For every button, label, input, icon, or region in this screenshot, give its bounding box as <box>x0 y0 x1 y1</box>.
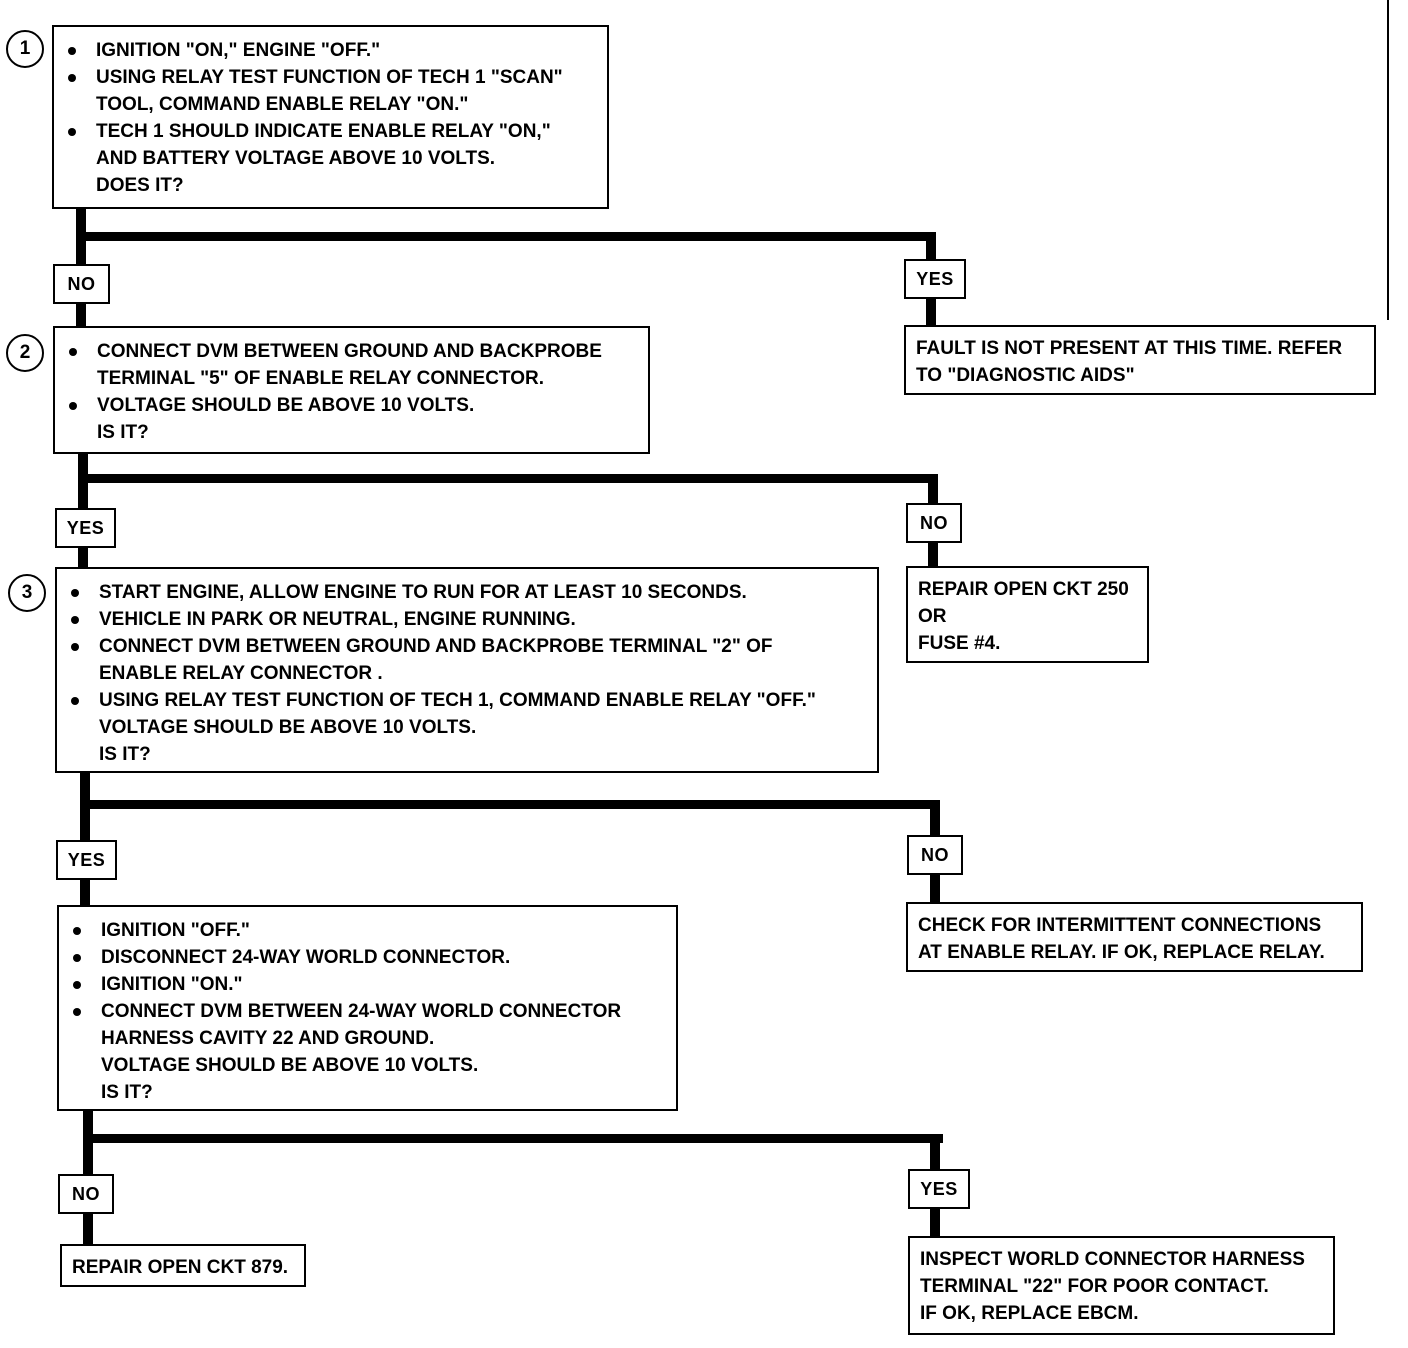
bullet-icon <box>73 927 81 935</box>
step-2-bullet: VOLTAGE SHOULD BE ABOVE 10 VOLTS. <box>63 392 636 419</box>
branch-label-no: NO <box>906 503 962 543</box>
step-3-bullet: USING RELAY TEST FUNCTION OF TECH 1, COM… <box>65 687 865 741</box>
connector-line <box>78 474 938 483</box>
bullet-icon <box>68 47 76 55</box>
step-2-bullet: CONNECT DVM BETWEEN GROUND AND BACKPROBE… <box>63 338 636 392</box>
branch-label-yes: YES <box>904 259 966 299</box>
step-3-bullet: CONNECT DVM BETWEEN GROUND AND BACKPROBE… <box>65 633 865 687</box>
branch-label-yes: YES <box>56 840 117 880</box>
step-1-bullet: USING RELAY TEST FUNCTION OF TECH 1 "SCA… <box>62 64 595 118</box>
result-repair-open-ckt-879: REPAIR OPEN CKT 879. <box>60 1244 306 1287</box>
result-check-intermittent: CHECK FOR INTERMITTENT CONNECTIONS AT EN… <box>906 902 1363 972</box>
bullet-icon <box>73 954 81 962</box>
branch-label-yes: YES <box>908 1169 970 1209</box>
step-4-bullet: CONNECT DVM BETWEEN 24-WAY WORLD CONNECT… <box>67 998 664 1079</box>
step-3-question: IS IT? <box>99 744 151 765</box>
step-2-box: CONNECT DVM BETWEEN GROUND AND BACKPROBE… <box>53 326 650 454</box>
step-4-question: IS IT? <box>101 1082 153 1103</box>
step-1-question: DOES IT? <box>96 175 184 196</box>
step-4-bullet: IGNITION "OFF." <box>67 917 664 944</box>
step-3-bullet: VEHICLE IN PARK OR NEUTRAL, ENGINE RUNNI… <box>65 606 865 633</box>
bullet-icon <box>73 981 81 989</box>
step-4-box: IGNITION "OFF." DISCONNECT 24-WAY WORLD … <box>57 905 678 1111</box>
bullet-icon <box>71 643 79 651</box>
step-3-box: START ENGINE, ALLOW ENGINE TO RUN FOR AT… <box>55 567 879 773</box>
bullet-icon <box>71 589 79 597</box>
bullet-icon <box>68 74 76 82</box>
step-number-1: 1 <box>6 30 44 68</box>
connector-line <box>80 800 940 809</box>
bullet-icon <box>69 348 77 356</box>
step-1-bullet: IGNITION "ON," ENGINE "OFF." <box>62 37 595 64</box>
bullet-icon <box>73 1008 81 1016</box>
step-number-3: 3 <box>8 574 46 612</box>
branch-label-no: NO <box>53 264 110 304</box>
bullet-icon <box>71 697 79 705</box>
page-edge-line <box>1387 0 1389 320</box>
branch-label-no: NO <box>907 835 963 875</box>
bullet-icon <box>68 128 76 136</box>
bullet-icon <box>71 616 79 624</box>
result-inspect-world-connector: INSPECT WORLD CONNECTOR HARNESS TERMINAL… <box>908 1236 1335 1335</box>
step-2-question: IS IT? <box>97 422 149 443</box>
branch-label-no: NO <box>58 1174 114 1214</box>
step-1-box: IGNITION "ON," ENGINE "OFF." USING RELAY… <box>52 25 609 209</box>
result-fault-not-present: FAULT IS NOT PRESENT AT THIS TIME. REFER… <box>904 325 1376 395</box>
step-1-bullet: TECH 1 SHOULD INDICATE ENABLE RELAY "ON,… <box>62 118 595 172</box>
step-4-bullet: IGNITION "ON." <box>67 971 664 998</box>
step-4-bullet: DISCONNECT 24-WAY WORLD CONNECTOR. <box>67 944 664 971</box>
branch-label-yes: YES <box>55 508 116 548</box>
connector-line <box>76 232 936 241</box>
step-number-2: 2 <box>6 334 44 372</box>
connector-line <box>83 1134 943 1143</box>
bullet-icon <box>69 402 77 410</box>
result-repair-open-ckt-250: REPAIR OPEN CKT 250 OR FUSE #4. <box>906 566 1149 663</box>
step-3-bullet: START ENGINE, ALLOW ENGINE TO RUN FOR AT… <box>65 579 865 606</box>
